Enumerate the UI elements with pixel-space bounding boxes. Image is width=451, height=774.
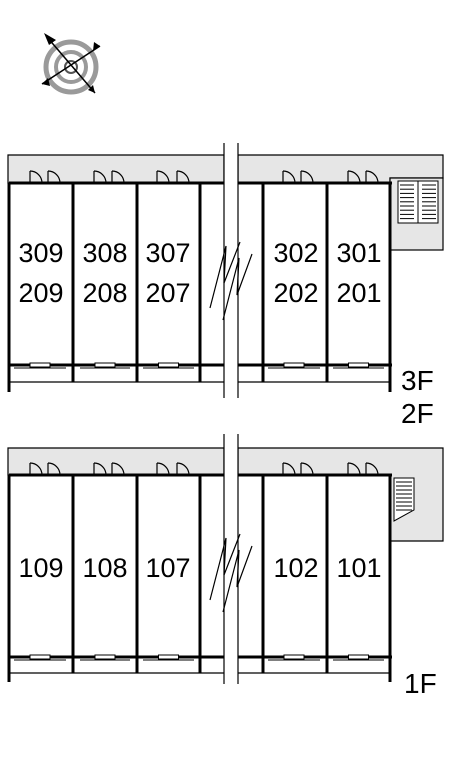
door-swing <box>347 170 361 184</box>
floor-label-2f: 2F <box>401 398 434 429</box>
door-swing <box>365 462 379 476</box>
unit-number-108: 108 <box>82 553 127 583</box>
stairs-icon <box>393 477 415 522</box>
unit-labels: 109 108 107 102 101 <box>18 553 381 583</box>
door-swing <box>93 462 107 476</box>
unit-number-107: 107 <box>145 553 190 583</box>
door-icon <box>29 170 379 184</box>
break-line-icon <box>209 432 253 686</box>
corridor <box>7 447 225 476</box>
corridor <box>7 154 225 184</box>
door-swing <box>347 462 361 476</box>
floor-label-3f: 3F <box>401 365 434 396</box>
door-swing <box>156 170 170 184</box>
window-mark <box>283 362 305 368</box>
upper-floor-block: 309 209 308 208 307 207 302 202 301 201 … <box>7 154 444 429</box>
door-swing <box>365 170 379 184</box>
door-swing <box>93 170 107 184</box>
unit-number-302: 302 <box>273 238 318 268</box>
window-mark <box>158 654 179 660</box>
window-mark <box>29 362 51 368</box>
door-swing <box>300 170 314 184</box>
unit-number-301: 301 <box>336 238 381 268</box>
unit-number-207: 207 <box>145 278 190 308</box>
window-marks <box>14 362 384 369</box>
door-swing <box>282 462 296 476</box>
door-swing <box>111 462 125 476</box>
stairs-icon <box>397 180 439 224</box>
window-mark <box>348 654 369 660</box>
door-swing <box>156 462 170 476</box>
unit-labels: 309 209 308 208 307 207 302 202 301 201 <box>18 238 381 308</box>
door-swing <box>300 462 314 476</box>
window-mark <box>158 362 179 368</box>
unit-number-209: 209 <box>18 278 63 308</box>
window-marks <box>14 654 384 661</box>
door-swing <box>176 462 190 476</box>
unit-number-109: 109 <box>18 553 63 583</box>
unit-number-101: 101 <box>336 553 381 583</box>
window-mark <box>283 654 305 660</box>
unit-walls <box>71 183 392 382</box>
door-swing <box>47 170 61 184</box>
break-line-icon <box>209 140 253 400</box>
unit-number-208: 208 <box>82 278 127 308</box>
window-mark <box>94 362 116 368</box>
unit-number-102: 102 <box>273 553 318 583</box>
door-swing <box>282 170 296 184</box>
door-swing <box>111 170 125 184</box>
door-swing <box>29 462 43 476</box>
ground-floor-block: 109 108 107 102 101 1F <box>7 447 444 699</box>
window-mark <box>348 362 369 368</box>
unit-walls <box>71 475 392 673</box>
window-mark <box>29 654 51 660</box>
window-mark <box>94 654 116 660</box>
door-swing <box>29 170 43 184</box>
floor-label-1f: 1F <box>404 668 437 699</box>
unit-number-308: 308 <box>82 238 127 268</box>
unit-number-202: 202 <box>273 278 318 308</box>
door-icon <box>29 462 379 476</box>
door-swing <box>47 462 61 476</box>
compass-icon <box>41 33 101 95</box>
unit-number-201: 201 <box>336 278 381 308</box>
door-swing <box>176 170 190 184</box>
unit-number-307: 307 <box>145 238 190 268</box>
unit-number-309: 309 <box>18 238 63 268</box>
